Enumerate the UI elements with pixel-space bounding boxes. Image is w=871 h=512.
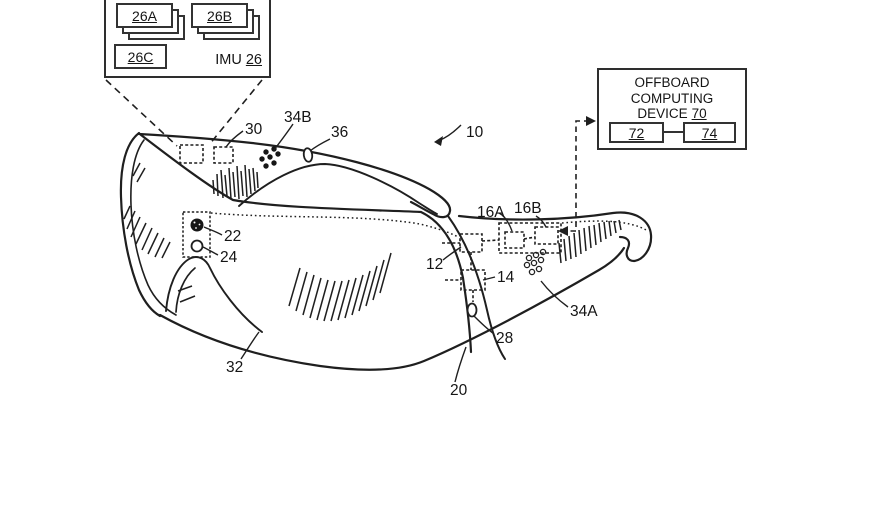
label-26A: 26A bbox=[132, 7, 157, 24]
sensor-36-icon bbox=[302, 147, 314, 163]
button-28-icon bbox=[466, 302, 478, 318]
sensor-stack-26A-front: 26A bbox=[116, 3, 173, 28]
hatch-left-lens bbox=[123, 162, 171, 259]
sensor-30-rect bbox=[213, 146, 234, 164]
bottom-sweep-edge bbox=[158, 246, 626, 371]
microphone-34A-dots bbox=[523, 248, 547, 276]
leader-32 bbox=[240, 331, 260, 360]
offboard-title-line1: OFFBOARD COMPUTING bbox=[630, 75, 714, 106]
ref-label-20: 20 bbox=[450, 382, 468, 399]
device-number: 70 bbox=[691, 106, 707, 121]
sensor-stack-26B-front: 26B bbox=[191, 3, 248, 28]
hatch-right-lens bbox=[288, 252, 392, 322]
leader-34B bbox=[273, 123, 294, 151]
ref-label-16A: 16A bbox=[477, 204, 505, 221]
ref-label-16B: 16B bbox=[514, 200, 542, 217]
sensor-box-26C: 26C bbox=[114, 44, 167, 69]
imu-sensor-rects bbox=[179, 144, 234, 164]
imu-number: 26 bbox=[245, 52, 262, 68]
camera-glint bbox=[195, 227, 197, 229]
module-16B-rect bbox=[534, 226, 559, 245]
hatch-temple bbox=[558, 219, 622, 264]
hatch-brow-underside bbox=[212, 164, 259, 200]
imu-sensor-rect bbox=[179, 144, 204, 164]
module-connector-line bbox=[663, 131, 684, 133]
ref-label-36: 36 bbox=[331, 124, 348, 141]
ref-label-32: 32 bbox=[226, 359, 243, 376]
connector-arrowhead-right bbox=[586, 116, 596, 126]
nose-bridge-outer bbox=[165, 256, 263, 333]
hinge-strip-right bbox=[447, 215, 506, 360]
ref-label-34B: 34B bbox=[284, 109, 312, 126]
module-16A-rect bbox=[504, 231, 525, 249]
label-26B: 26B bbox=[207, 7, 232, 24]
imu-callout-fan-lines bbox=[105, 79, 263, 147]
label-26C: 26C bbox=[127, 48, 154, 65]
camera-lens-icon bbox=[190, 218, 204, 232]
leader-16B bbox=[535, 215, 547, 228]
right-lens-top-arch bbox=[238, 163, 438, 215]
ref-label-30: 30 bbox=[245, 121, 263, 138]
module-72-box: 72 bbox=[609, 122, 664, 143]
ref-label-10: 10 bbox=[466, 124, 484, 141]
glasses-frame-outline bbox=[119, 131, 653, 371]
offboard-connector bbox=[558, 116, 596, 236]
hatch-nose-bridge bbox=[177, 285, 196, 303]
label-72: 72 bbox=[628, 124, 645, 141]
ref-label-24: 24 bbox=[220, 249, 238, 266]
arrowhead-10 bbox=[434, 136, 443, 146]
device-label: DEVICE bbox=[637, 106, 688, 121]
leader-36 bbox=[309, 138, 331, 152]
imu-name: IMU bbox=[215, 52, 242, 68]
ref-label-34A: 34A bbox=[570, 303, 598, 320]
speaker-34B-dots bbox=[259, 146, 281, 169]
leader-30 bbox=[225, 130, 244, 148]
frame-component-chain bbox=[442, 233, 500, 302]
ref-label-22: 22 bbox=[224, 228, 241, 245]
brow-top-edge bbox=[137, 132, 452, 219]
internal-wiring-dotted bbox=[210, 212, 649, 238]
left-lens-outer-edge bbox=[119, 131, 162, 318]
leader-12 bbox=[442, 246, 462, 261]
leader-16A bbox=[498, 212, 513, 232]
light-sensor-icon bbox=[190, 239, 204, 253]
camera-module-box bbox=[182, 211, 211, 258]
connector-arrowhead-left bbox=[558, 226, 568, 236]
ref-label-14: 14 bbox=[497, 269, 515, 286]
temple-module-16-box bbox=[498, 222, 562, 254]
leader-22 bbox=[203, 226, 223, 236]
camera-glint bbox=[198, 223, 201, 226]
module-16-outer-rect bbox=[498, 222, 562, 254]
leader-24 bbox=[202, 246, 219, 256]
leader-lines bbox=[202, 123, 569, 383]
nose-bridge-inner bbox=[175, 267, 196, 313]
ref-label-12: 12 bbox=[426, 256, 443, 273]
temple-top-and-ear-hook bbox=[457, 211, 653, 263]
module-74-box: 74 bbox=[683, 122, 736, 143]
camera-module-dotted-rect bbox=[182, 211, 211, 258]
left-lens-inner-rim bbox=[130, 139, 177, 316]
leader-14 bbox=[482, 276, 496, 281]
ref-label-28: 28 bbox=[496, 330, 513, 347]
leader-34A bbox=[540, 280, 569, 308]
label-74: 74 bbox=[701, 124, 718, 141]
camera-glint bbox=[193, 221, 196, 224]
reference-labels: 30 34B 36 10 16A 16B 12 14 22 24 34A 28 … bbox=[220, 109, 598, 399]
leader-20 bbox=[454, 346, 467, 383]
leader-28 bbox=[473, 315, 495, 335]
component-12-rect bbox=[459, 233, 483, 253]
